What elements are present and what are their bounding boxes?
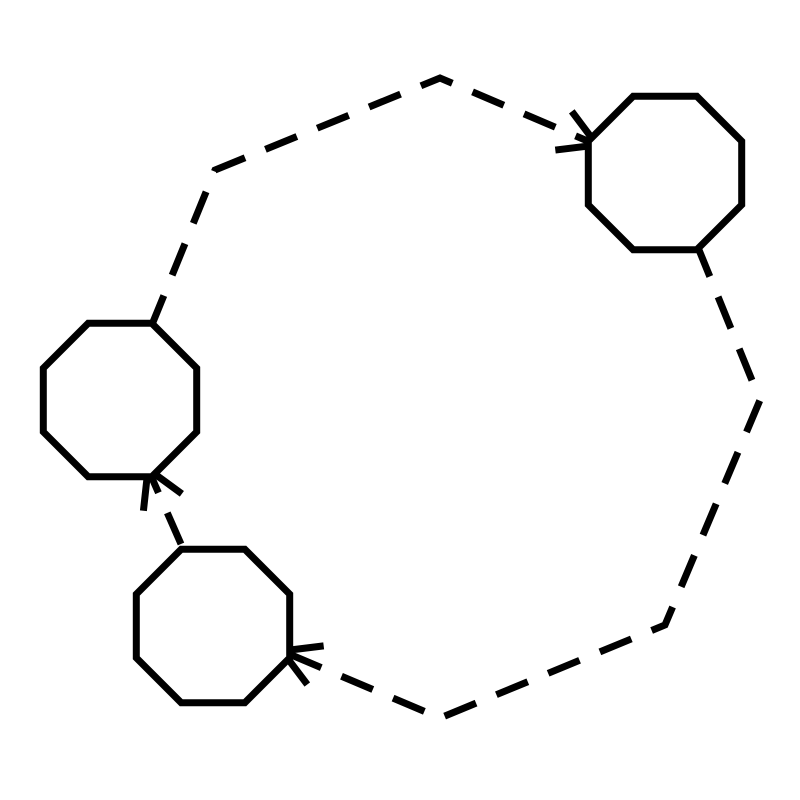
octagon-bottom-left-node	[132, 545, 294, 707]
octagon-left-node	[39, 319, 201, 481]
octagon-top-right-node	[584, 92, 746, 254]
nodes-layer	[39, 92, 746, 707]
edge-octagon-bottom-left-to-octagon-left	[144, 467, 185, 546]
edge-octagon-top-right-to-octagon-bottom-left	[280, 243, 764, 722]
edge-octagon-left-to-octagon-top-right	[147, 74, 599, 329]
